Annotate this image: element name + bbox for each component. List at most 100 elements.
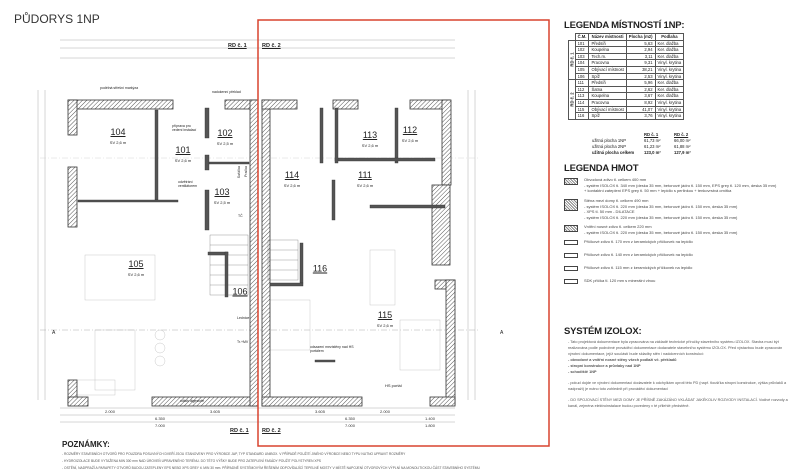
table-cell: Předsíň [588, 79, 627, 87]
summary-row: užitná plocha celkem 123,0 m² 127,9 m² [592, 150, 722, 156]
dim: 1.800 [424, 423, 436, 428]
room-height: SV 2,6 m [109, 140, 127, 145]
room-116: 116 [312, 263, 328, 274]
table-cell: Vinyl. krytina [654, 98, 685, 107]
room-height: SV 2,6 m [376, 323, 394, 328]
table-cell: 2,53 [625, 72, 656, 81]
izolox-paragraph: - schodiště 1NP [568, 370, 597, 374]
group-label: RD č. 1 [568, 40, 576, 80]
annotation: podélná střešní markýza [100, 86, 139, 90]
mass-legend-line: Obvodová zdivo tl. celkem 400 mm [584, 177, 647, 182]
table-cell: Koupelna [588, 92, 627, 100]
annotation: Lednice [237, 316, 250, 320]
room-height: SV 2,6 m [401, 138, 419, 143]
table-cell: 3,11 [625, 52, 656, 61]
summary-row: užitná plocha 2NP 61,23 m² 61,88 m² [592, 144, 722, 150]
table-cell: Ker. dlažba [654, 52, 685, 61]
mass-legend-line: Příčkové zdivo tl. 140 mm z keramických … [584, 252, 693, 257]
summary-cell: užitná plocha 2NP [592, 144, 626, 149]
furniture [74, 249, 441, 396]
table-cell: Ker. dlažba [654, 79, 685, 87]
group-label: RD č. 2 [568, 79, 576, 120]
summary-col: RD č. 1 [644, 132, 659, 137]
annotation: příprava pro vedení instalací [172, 124, 197, 132]
annotation: Tr.+MV [237, 340, 249, 344]
summary-cell: 61,23 m² [644, 144, 661, 149]
mass-legend-line: SDK příčka tl. 120 mm s minerální vlnou [584, 278, 656, 283]
room-height: SV 2,5 m [216, 141, 234, 146]
table-cell: Předsíň [588, 39, 627, 48]
summary-cell: 61,88 m² [674, 144, 691, 149]
table-cell: 5,63 [625, 39, 656, 48]
summary-cell: 61,73 m² [644, 138, 661, 143]
table-cell: Koupelna [588, 46, 627, 54]
unit-label-rd2-bottom: RD č. 2 [262, 428, 281, 434]
table-cell: 2,62 [625, 85, 656, 94]
annotation: TČ [238, 214, 243, 218]
dim: 7.000 [154, 423, 166, 428]
table-cell: 103 [574, 52, 590, 61]
mass-legend-line: Stěna mezi domy tl. celkem 490 mm [584, 198, 649, 203]
mass-legend-line: - systém ISOLOX tl. 340 mm (deska 35 mm,… [584, 182, 777, 188]
table-cell: 101 [574, 39, 590, 48]
table-cell: Pracovna [588, 98, 627, 107]
svg-text:A: A [500, 330, 504, 336]
room-106: 106 [232, 286, 248, 297]
summary-cell: užitná plocha celkem [592, 150, 635, 155]
header-cell: Podlaha [654, 33, 685, 41]
table-cell: Spíž [588, 112, 627, 120]
room-number: 113 [362, 130, 378, 140]
mass-legend-item: Obvodová zdivo tl. celkem 400 mm- systém… [564, 177, 798, 194]
header-cell: Plocha (m2) [625, 33, 656, 41]
summary-cell: 127,9 m² [674, 150, 691, 155]
notes-list: - ROZMĚRY STAVEBNÍCH OTVORŮ PRO POUZDRA … [62, 451, 480, 472]
hatch-swatch-icon [564, 178, 578, 185]
annotation: odvětrání ventilátorem [178, 180, 198, 188]
table-cell: 115 [574, 105, 590, 114]
izolox-paragraph: - stropní konstrukce a průvlaky nad 1NP [568, 364, 641, 368]
stair [209, 234, 299, 296]
mass-legend-text: Obvodová zdivo tl. celkem 400 mm- systém… [584, 177, 798, 194]
room-height: SV 2,6 m [356, 183, 374, 188]
room-number: 106 [232, 286, 248, 297]
table-cell: 102 [574, 46, 590, 54]
table-cell: Vinyl. krytina [654, 112, 685, 120]
room-number: 116 [312, 263, 328, 274]
table-cell: 104 [574, 59, 590, 67]
izolox-paragraph: - DO SPOJOVACÍ STĚNY MEZI DOMY JE PŘÍSNĚ… [568, 398, 788, 408]
mass-legend-line: - XPS tl. 50 mm - DILATACE [584, 209, 635, 214]
room-height: SV 2,5 m [213, 200, 231, 205]
izolox-paragraph: - obvodové a vnitřní nosné stěny všech p… [568, 358, 677, 362]
mass-legend-line: - systém ISOLOX tl. 220 mm (deska 35 mm,… [584, 203, 738, 209]
room-height: SV 2,6 m [283, 183, 301, 188]
table-cell: Vinyl. krytina [654, 65, 685, 74]
mass-legend-text: Vnitřní nosné zdivo tl. celkem 220 mm- s… [584, 224, 798, 235]
mass-legend-title: LEGENDA HMOT [564, 163, 639, 174]
header-cell: Č.M. [574, 33, 590, 41]
table-cell: 3,67 [625, 92, 656, 100]
highlight-rectangle [257, 19, 550, 447]
room-number: 104 [110, 127, 126, 137]
table-cell: 111 [574, 79, 590, 87]
summary-cell: 123,0 m² [644, 150, 661, 155]
table-cell: 113 [574, 92, 590, 100]
table-cell: 41,07 [625, 105, 656, 114]
table-cell: 105 [574, 65, 590, 74]
izolox-title: SYSTÉM IZOLOX: [564, 326, 642, 337]
mass-legend-item: Příčkové zdivo tl. 115 mm z keramických … [564, 265, 798, 271]
mass-legend-line: + kontaktní zateplení EPS grey tl. 50 mm… [584, 188, 732, 193]
